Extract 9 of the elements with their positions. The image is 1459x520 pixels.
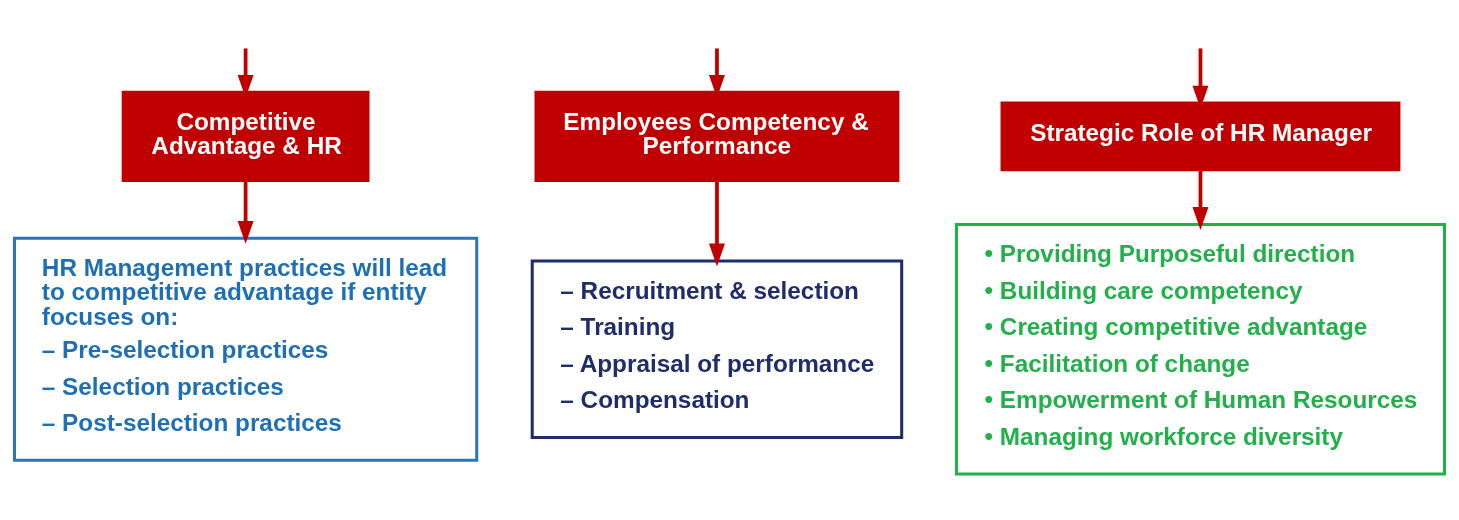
node-box: – Recruitment & selection – Training – Appraisal of performance – Compensation	[530, 259, 904, 439]
arrow	[708, 180, 725, 266]
node-box: • Providing Purposeful direction • Building care competency • Creating competitive advantage • Facilitation of change • Empowerment of Human Resources • Managing workforce diversity	[954, 222, 1447, 475]
node-box: Employees Competency & Performance	[534, 90, 900, 182]
node-box: Competitive Advantage & HR	[121, 90, 370, 182]
arrow	[1192, 169, 1209, 230]
node-box: Strategic Role of HR Manager	[1000, 100, 1401, 171]
arrow	[237, 180, 254, 244]
node-box: HR Management practices will lead to competitive advantage if entity focuses on: – Pre-selection practices – Selection practices – Post-selection practices	[12, 236, 479, 462]
